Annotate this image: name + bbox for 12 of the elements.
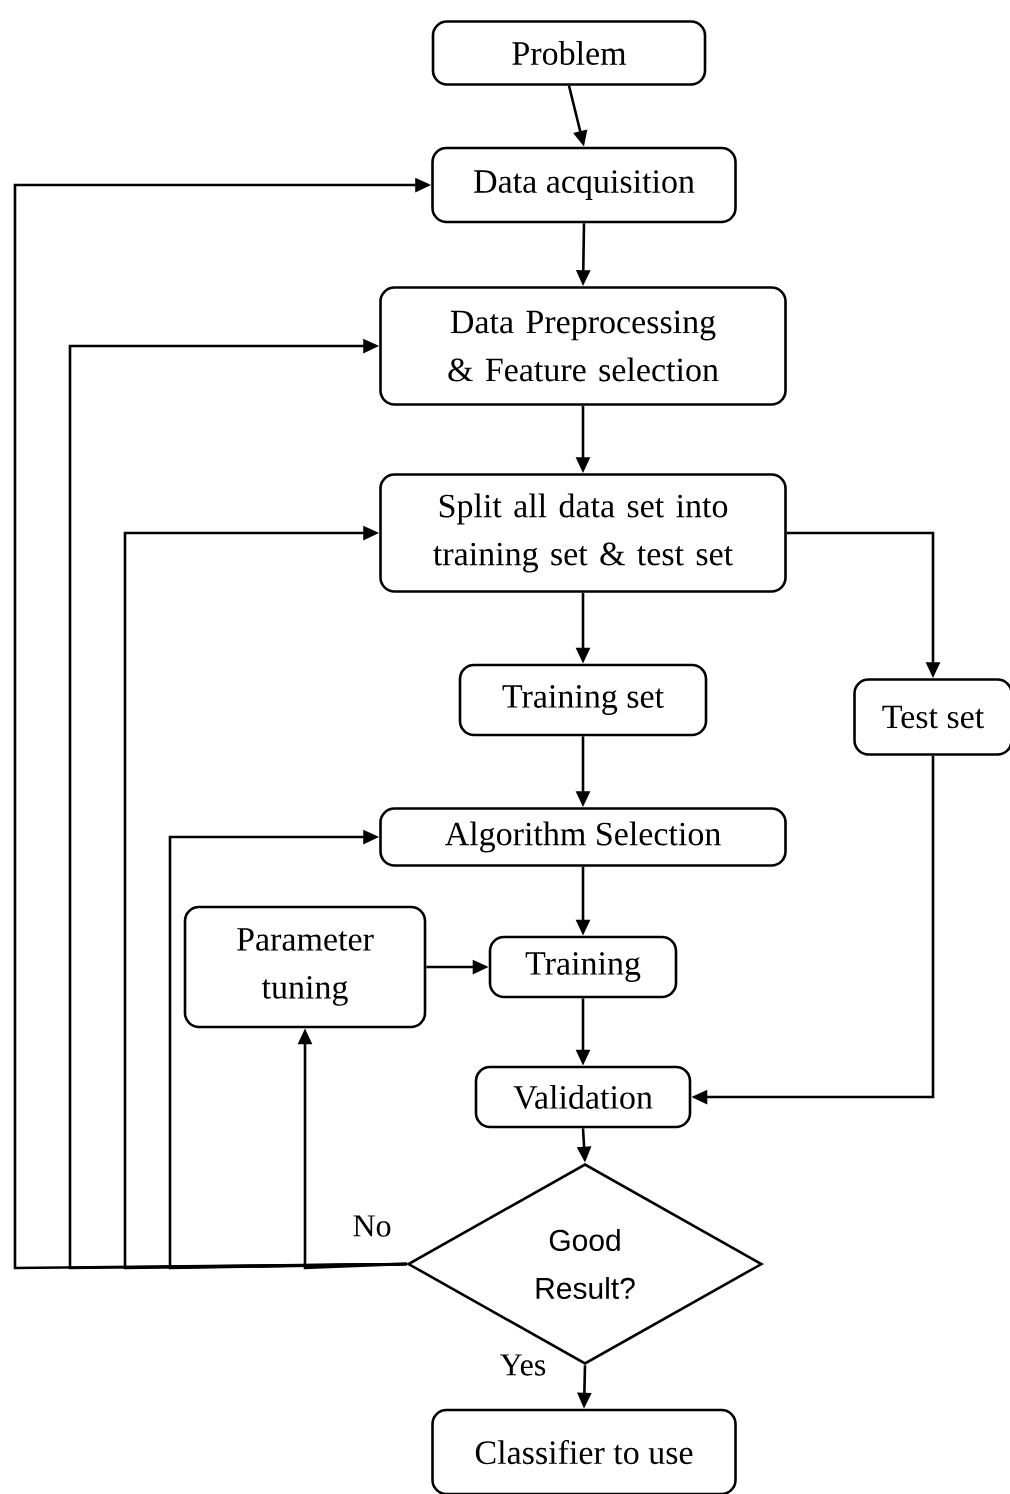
process-box: Training set	[458, 663, 708, 737]
process-box: Parameter tuning	[183, 905, 427, 1029]
process-box: Validation	[474, 1065, 692, 1129]
edge-label: No	[350, 1213, 394, 1239]
process-box: Data acquisition	[431, 146, 737, 224]
process-box: Algorithm Selection	[379, 807, 787, 867]
process-box: Training	[488, 935, 678, 999]
process-box: Problem	[431, 20, 707, 86]
process-box: Data Preprocessing & Feature selection	[379, 286, 787, 406]
process-box: Test set	[853, 678, 1010, 756]
process-box: Split all data set into training set & test set	[379, 473, 787, 593]
process-box: Classifier to use	[431, 1408, 737, 1494]
